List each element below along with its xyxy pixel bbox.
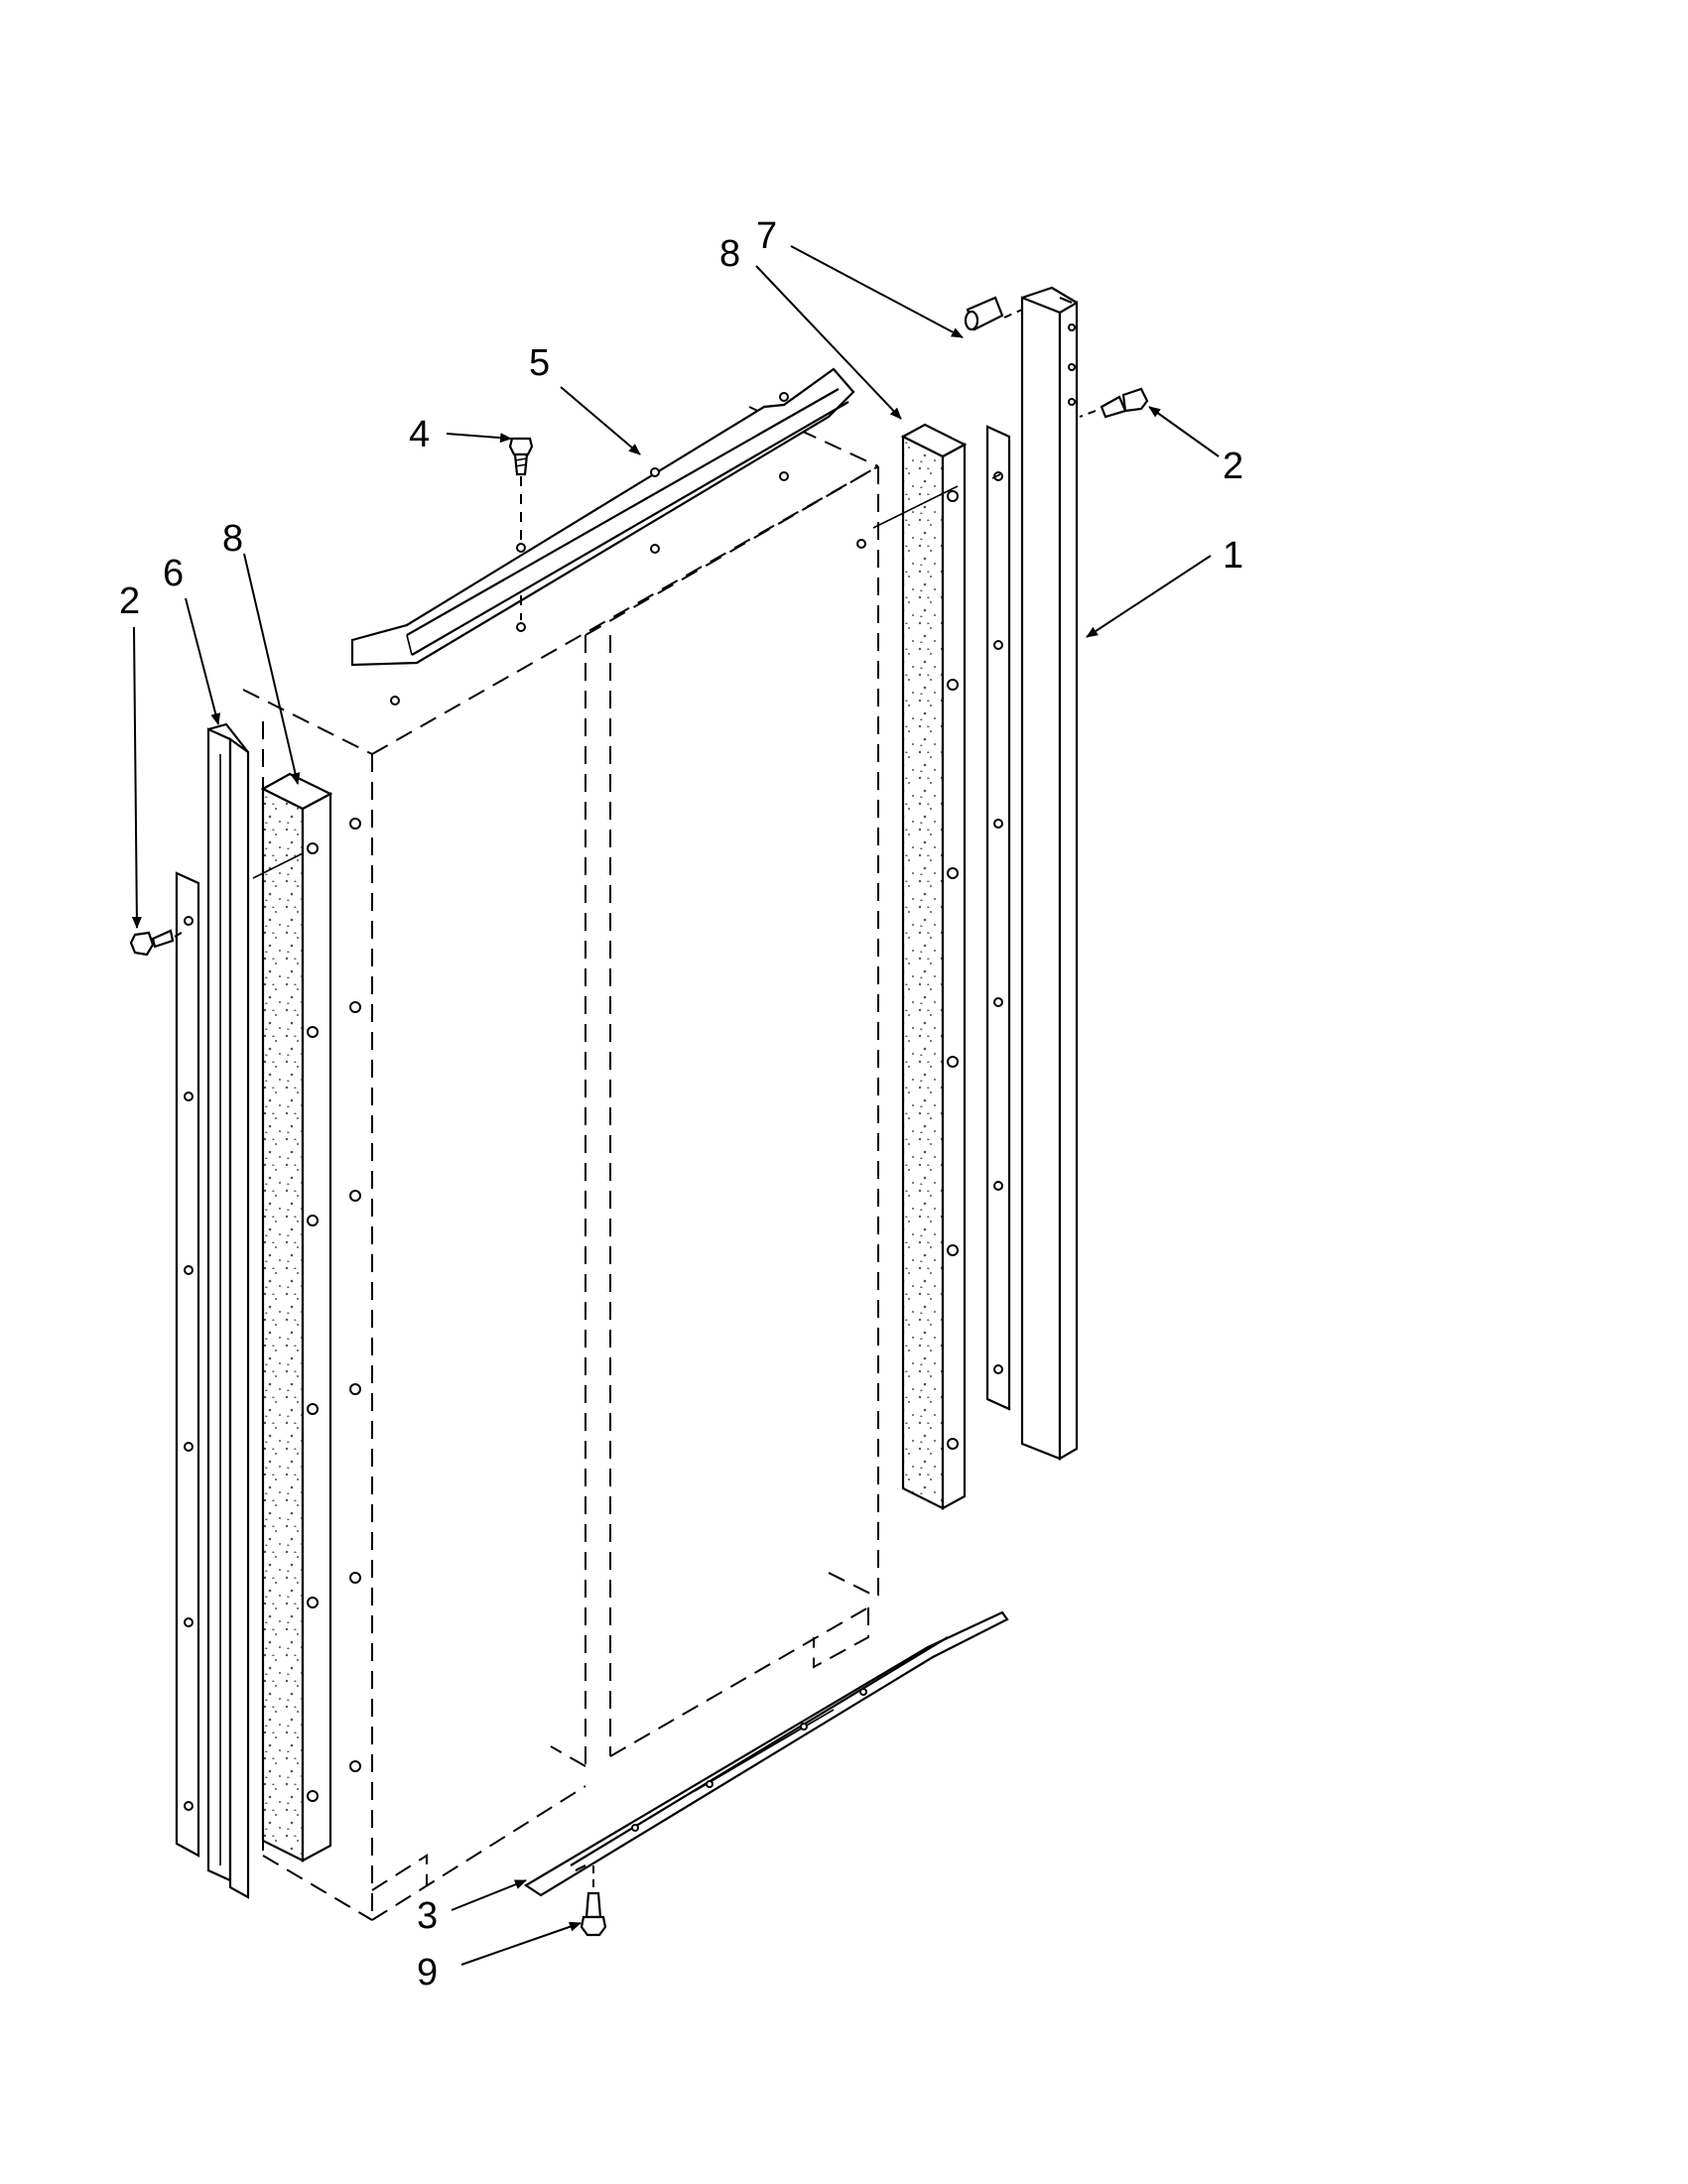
part-7-pin-icon <box>964 296 1023 331</box>
part-8-left-foam-strip <box>252 772 333 1863</box>
callout-labels: 1 2 2 3 4 5 6 7 8 8 9 <box>119 215 1243 1993</box>
callout-8-left: 8 <box>222 518 243 560</box>
part-5-top-rail <box>350 367 855 706</box>
callout-2-left: 2 <box>119 580 140 622</box>
callout-leaders <box>131 245 1220 1966</box>
cabinet-outline-phantom <box>242 406 879 1921</box>
part-8-right-foam-strip <box>856 423 968 1510</box>
part-3-bottom-rail <box>523 1610 1009 1897</box>
callout-2-right: 2 <box>1223 446 1243 487</box>
callout-5: 5 <box>529 342 550 384</box>
callout-1: 1 <box>1223 535 1243 577</box>
callout-4: 4 <box>409 414 430 455</box>
part-1-right-channel <box>985 286 1079 1461</box>
part-2-right-screw-icon <box>1079 387 1149 419</box>
callout-8-right: 8 <box>719 233 740 275</box>
part-9-screw-icon <box>580 1865 607 1937</box>
callout-7: 7 <box>756 215 777 257</box>
part-4-screw-icon <box>508 437 534 620</box>
part-6-left-channel <box>175 722 250 1899</box>
callout-3: 3 <box>417 1895 438 1937</box>
callout-9: 9 <box>417 1952 438 1993</box>
cabinet-left-holes <box>349 818 361 1772</box>
callout-6: 6 <box>163 553 184 594</box>
part-2-left-screw-icon <box>129 929 186 957</box>
